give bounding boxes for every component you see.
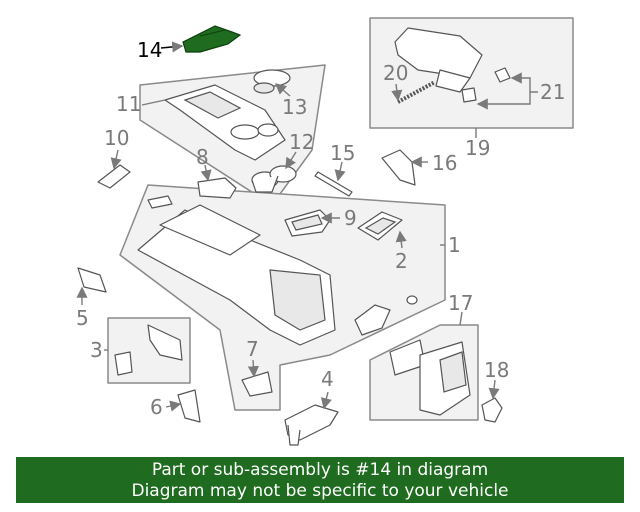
callout-2: 2 [395,249,408,273]
callout-4: 4 [321,367,334,391]
banner-line-2: Diagram may not be specific to your vehi… [131,481,509,501]
callout-10: 10 [104,126,129,150]
callout-8: 8 [196,145,209,169]
callout-5: 5 [76,306,89,330]
part-5-shape [77,267,107,293]
callout-6: 6 [150,395,163,419]
callout-7: 7 [246,337,259,361]
callout-16: 16 [432,151,457,175]
part-13-shape [253,69,291,94]
callout-20: 20 [383,61,408,85]
part-2-shape [357,211,403,241]
callout-3: 3 [90,338,103,362]
part-9-shape [284,209,331,237]
part-19-lid-shape [394,27,483,93]
callout-19: 19 [465,136,490,160]
part-21-shape [461,67,511,103]
part-1-shape [137,195,418,346]
part-14-shape[interactable] [182,25,242,53]
part-6-shape [177,389,201,423]
callout-13: 13 [282,95,307,119]
part-10-shape [97,164,131,189]
part-16-shape [381,149,416,186]
part-12-shape [251,165,297,193]
part-7-shape [241,371,273,397]
part-11-shape [164,84,286,161]
part-3-shape [114,324,183,376]
banner-line-1: Part or sub-assembly is #14 in diagram [151,460,489,480]
callout-11: 11 [116,92,141,116]
part-18-shape [481,397,503,423]
part-17-shape [389,339,471,416]
part-20-shape [397,80,436,104]
callout-12: 12 [289,130,314,154]
disclaimer-banner: Part or sub-assembly is #14 in diagram D… [16,457,624,503]
callout-9: 9 [344,206,357,230]
part-8-shape [197,177,237,199]
callout-15: 15 [330,141,355,165]
callout-1: 1 [448,233,461,257]
part-15-shape [314,171,353,197]
callout-18: 18 [484,358,509,382]
callout-17: 17 [448,291,473,315]
part-4-shape [284,404,339,446]
callout-21: 21 [540,80,565,104]
callout-14[interactable]: 14 [137,38,162,62]
parts-diagram: 14 11 13 10 12 8 15 16 9 2 1 5 3 7 17 18… [76,17,574,446]
